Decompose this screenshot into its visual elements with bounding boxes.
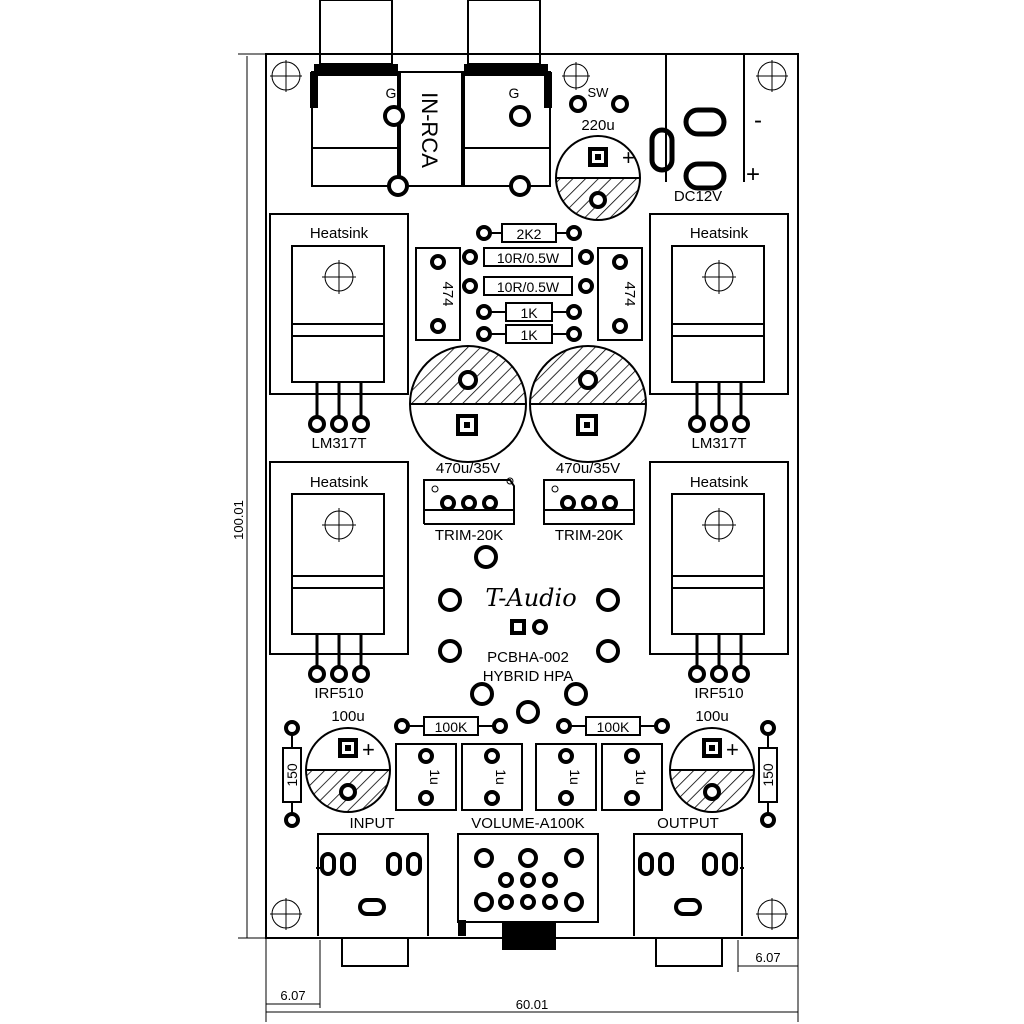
fet-left-label: IRF510 [314,685,363,702]
input-jack: INPUT [316,815,429,967]
trim-left: TRIM-20K [423,477,515,544]
power-switch: SW [569,85,629,113]
reg-left-label: LM317T [311,435,366,452]
film-cap-1u-b: 1u [461,743,523,811]
svg-text:+: + [622,145,635,170]
heatsink-label: Heatsink [310,474,369,491]
resistor-100k-right: 100K [556,716,670,736]
heatsink-label: Heatsink [310,225,369,242]
resistor-1k-b: 1K [520,327,538,343]
film-cap-474-left: 474 [415,247,461,341]
heatsink-top-left: Heatsink LM317T [269,213,409,452]
film-cap-1u-a: 1u [395,743,457,811]
switch-label: SW [588,85,610,100]
resistor-1k-a: 1K [520,305,538,321]
dim-width: 60.01 [516,997,549,1012]
tube-socket: T-Audio PCBHA-002 HYBRID HPA [438,545,620,724]
volume-pot: VOLUME-A100K [457,815,599,950]
rca-ground-right: G [509,85,520,101]
dim-height: 100.01 [231,500,246,540]
mounting-holes [270,60,788,930]
svg-text:474: 474 [439,281,456,306]
dc-plus: + [746,161,760,188]
resistor-150-right: 150 [758,720,778,828]
rca-ground-left: G [386,85,397,101]
board-name: HYBRID HPA [483,668,574,685]
resistor-bank: 2K2 10R/0.5W 10R/0.5W 1K 1K [462,223,594,344]
cap-100u-right: 100u + [669,708,755,813]
svg-text:470u/35V: 470u/35V [436,460,500,477]
dc-label: DC12V [674,188,722,205]
svg-text:100K: 100K [597,719,630,735]
svg-text:VOLUME-A100K: VOLUME-A100K [471,815,584,832]
resistor-150-left: 150 [282,720,302,828]
cap-220u: 220u + [555,117,641,221]
svg-text:1u: 1u [633,769,649,785]
svg-text:+: + [726,737,739,762]
board-model: PCBHA-002 [487,649,569,666]
svg-text:150: 150 [284,763,300,787]
svg-text:474: 474 [621,281,638,306]
resistor-2k2: 2K2 [517,226,542,242]
rca-connector: IN-RCA G G [310,0,552,197]
cap-100u-left: 100u + [305,708,391,813]
svg-text:TRIM-20K: TRIM-20K [555,527,623,544]
film-cap-1u-d: 1u [601,743,663,811]
resistor-10r-b: 10R/0.5W [497,279,560,295]
svg-text:100u: 100u [695,708,728,725]
svg-text:+: + [362,737,375,762]
heatsink-label: Heatsink [690,225,749,242]
dimension-lines: 100.01 60.01 6.07 6.07 [231,53,799,1022]
fet-right-label: IRF510 [694,685,743,702]
resistor-100k-left: 100K [394,716,508,736]
svg-text:470u/35V: 470u/35V [556,460,620,477]
dc-minus: - [754,107,762,134]
dc-jack: - + DC12V [649,53,762,205]
svg-text:TRIM-20K: TRIM-20K [435,527,503,544]
dim-left-offset: 6.07 [280,988,305,1003]
trim-right: TRIM-20K [543,479,635,544]
svg-text:1u: 1u [567,769,583,785]
reg-right-label: LM317T [691,435,746,452]
cap-220u-label: 220u [581,117,614,134]
svg-text:100K: 100K [435,719,468,735]
heatsink-bottom-left: Heatsink IRF510 [269,461,409,702]
resistor-10r-a: 10R/0.5W [497,250,560,266]
cap-470u-right: 470u/35V [529,345,647,477]
svg-text:INPUT: INPUT [350,815,395,832]
brand-logo: T-Audio [485,584,576,612]
heatsink-top-right: Heatsink LM317T [649,213,789,452]
film-cap-1u-c: 1u [535,743,597,811]
heatsink-label: Heatsink [690,474,749,491]
output-jack: OUTPUT [633,815,744,967]
heatsink-bottom-right: Heatsink IRF510 [649,461,789,702]
svg-text:150: 150 [760,763,776,787]
svg-text:1u: 1u [427,769,443,785]
svg-text:1u: 1u [493,769,509,785]
cap-470u-left: 470u/35V [409,345,527,477]
dim-right-offset: 6.07 [755,950,780,965]
svg-text:100u: 100u [331,708,364,725]
svg-text:OUTPUT: OUTPUT [657,815,719,832]
rca-label: IN-RCA [417,92,442,168]
film-cap-474-right: 474 [597,247,643,341]
